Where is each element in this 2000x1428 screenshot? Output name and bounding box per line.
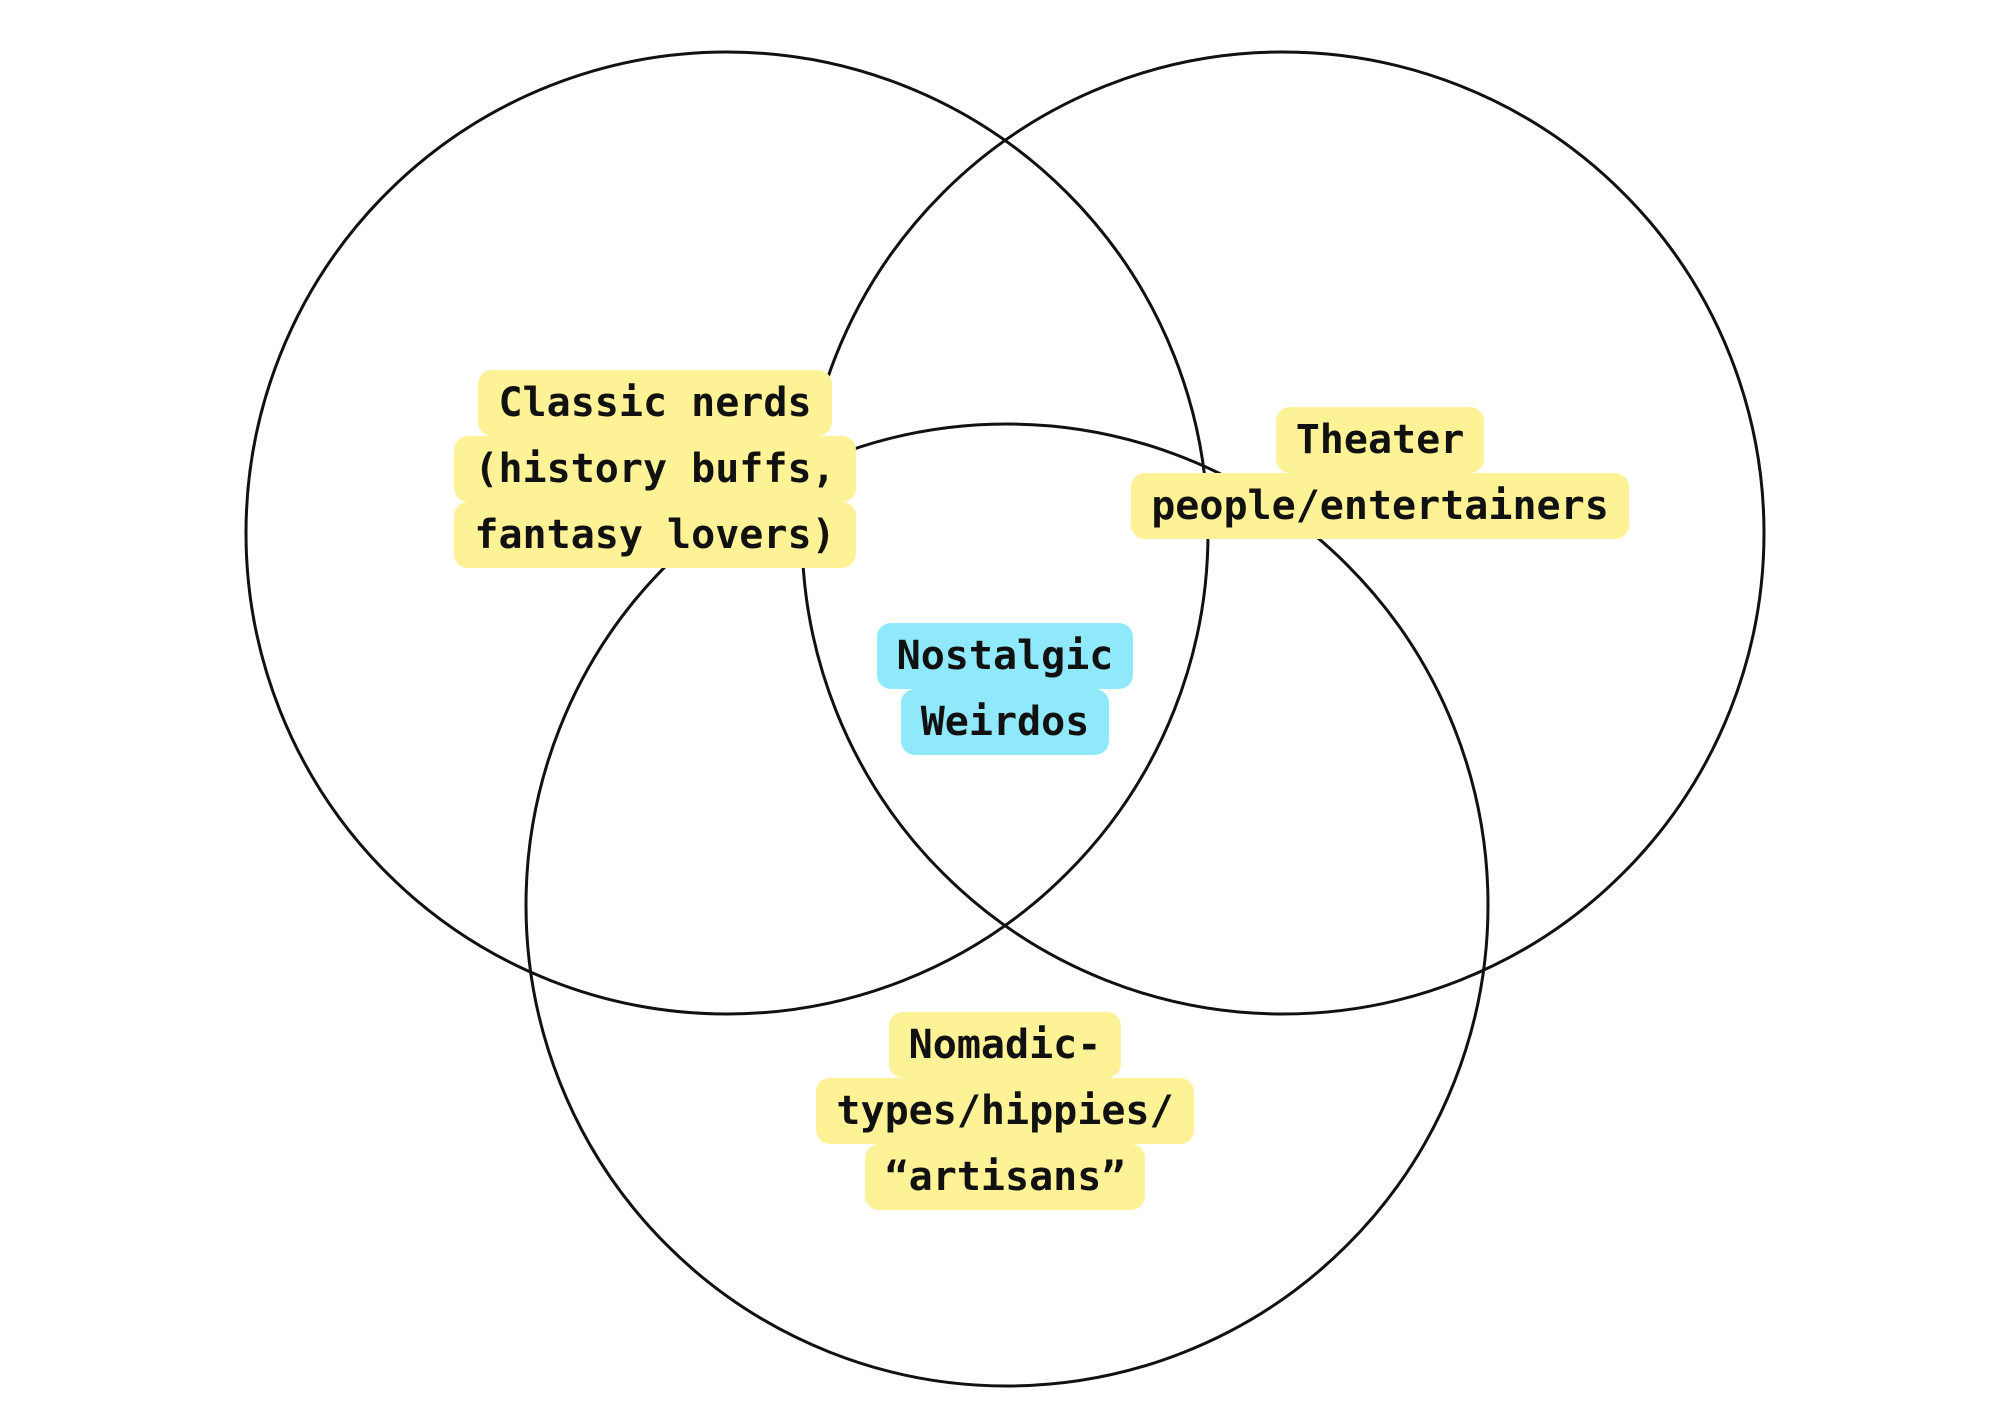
label-line: (history buffs, <box>454 436 856 502</box>
label-nomadic-types: Nomadic- types/hippies/ “artisans” <box>790 1012 1220 1210</box>
label-line: Nostalgic <box>876 623 1134 689</box>
label-line: “artisans” <box>864 1144 1146 1210</box>
label-line: Classic nerds <box>478 370 832 436</box>
label-line: fantasy lovers) <box>454 502 856 568</box>
label-line: Weirdos <box>900 689 1110 755</box>
label-nostalgic-weirdos: Nostalgic Weirdos <box>830 623 1180 755</box>
label-theater-people: Theater people/entertainers <box>1100 407 1660 539</box>
circle-nomadic-types <box>524 422 1490 1388</box>
label-line: Nomadic- <box>888 1012 1122 1078</box>
label-line: Theater <box>1275 407 1485 473</box>
label-classic-nerds: Classic nerds (history buffs, fantasy lo… <box>435 370 875 568</box>
label-line: types/hippies/ <box>816 1078 1194 1144</box>
label-line: people/entertainers <box>1131 473 1629 539</box>
